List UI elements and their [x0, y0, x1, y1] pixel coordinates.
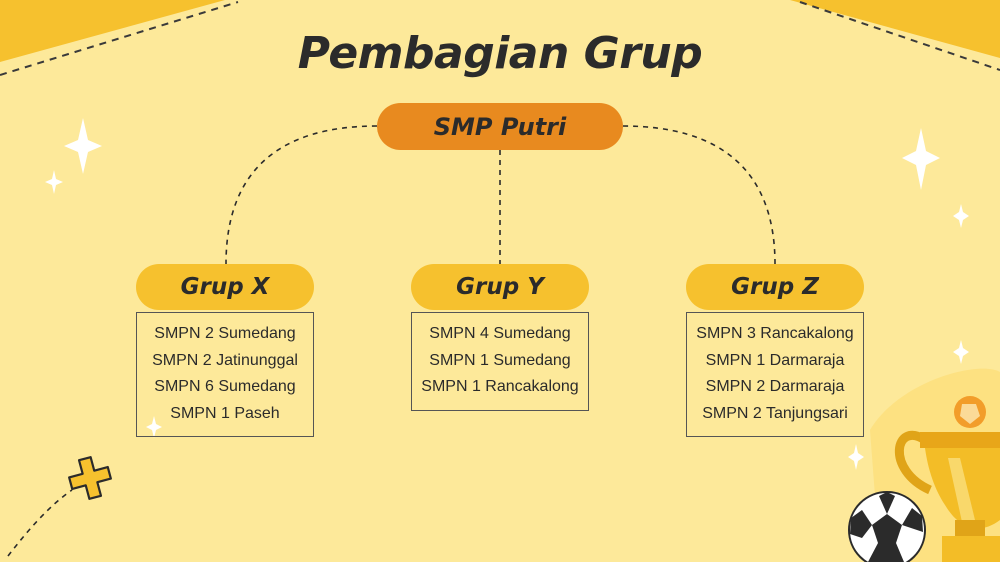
sparkle-icon	[64, 118, 102, 174]
sparkle-icon	[953, 340, 969, 364]
sparkle-icon	[848, 444, 864, 470]
team-item: SMPN 6 Sumedang	[154, 378, 296, 395]
sparkle-icon	[902, 128, 940, 190]
group-x-team-list: SMPN 2 Sumedang SMPN 2 Jatinunggal SMPN …	[136, 312, 314, 437]
team-item: SMPN 1 Darmaraja	[705, 351, 845, 369]
plus-icon	[68, 456, 112, 500]
team-item: SMPN 1 Paseh	[170, 404, 280, 422]
sparkle-icon	[45, 170, 63, 194]
group-y-team-list: SMPN 4 Sumedang SMPN 1 Sumedang SMPN 1 R…	[411, 312, 589, 411]
group-y-label: Grup Y	[456, 274, 544, 300]
team-item: SMPN 2 Darmaraja	[705, 378, 845, 395]
connector-right	[622, 125, 776, 265]
corner-dash-top-right	[799, 1, 1000, 71]
team-item: SMPN 4 Sumedang	[429, 325, 571, 342]
dashed-curve-bottom-left	[7, 489, 73, 557]
sparkle-icon	[146, 416, 162, 438]
team-item: SMPN 1 Rancakalong	[421, 378, 579, 395]
page-title: Pembagian Grup	[297, 28, 703, 79]
root-node-label: SMP Putri	[433, 112, 567, 141]
team-item: SMPN 2 Tanjungsari	[702, 404, 848, 422]
corner-shape-top-right	[790, 0, 1000, 58]
root-node: SMP Putri	[377, 103, 623, 150]
connector-left	[225, 125, 378, 265]
group-z-header: Grup Z	[686, 264, 864, 310]
group-x-label: Grup X	[180, 274, 270, 300]
group-z-label: Grup Z	[731, 274, 819, 300]
group-y-header: Grup Y	[411, 264, 589, 310]
team-item: SMPN 3 Rancakalong	[696, 325, 854, 342]
sparkle-icon	[953, 204, 969, 228]
group-z-team-list: SMPN 3 Rancakalong SMPN 1 Darmaraja SMPN…	[686, 312, 864, 437]
team-item: SMPN 1 Sumedang	[429, 351, 571, 369]
soccer-ball-icon	[848, 491, 926, 562]
team-item: SMPN 2 Jatinunggal	[152, 351, 298, 369]
corner-dash-top-left	[0, 1, 239, 76]
corner-shape-top-left	[0, 0, 225, 62]
team-item: SMPN 2 Sumedang	[154, 325, 296, 342]
group-x-header: Grup X	[136, 264, 314, 310]
